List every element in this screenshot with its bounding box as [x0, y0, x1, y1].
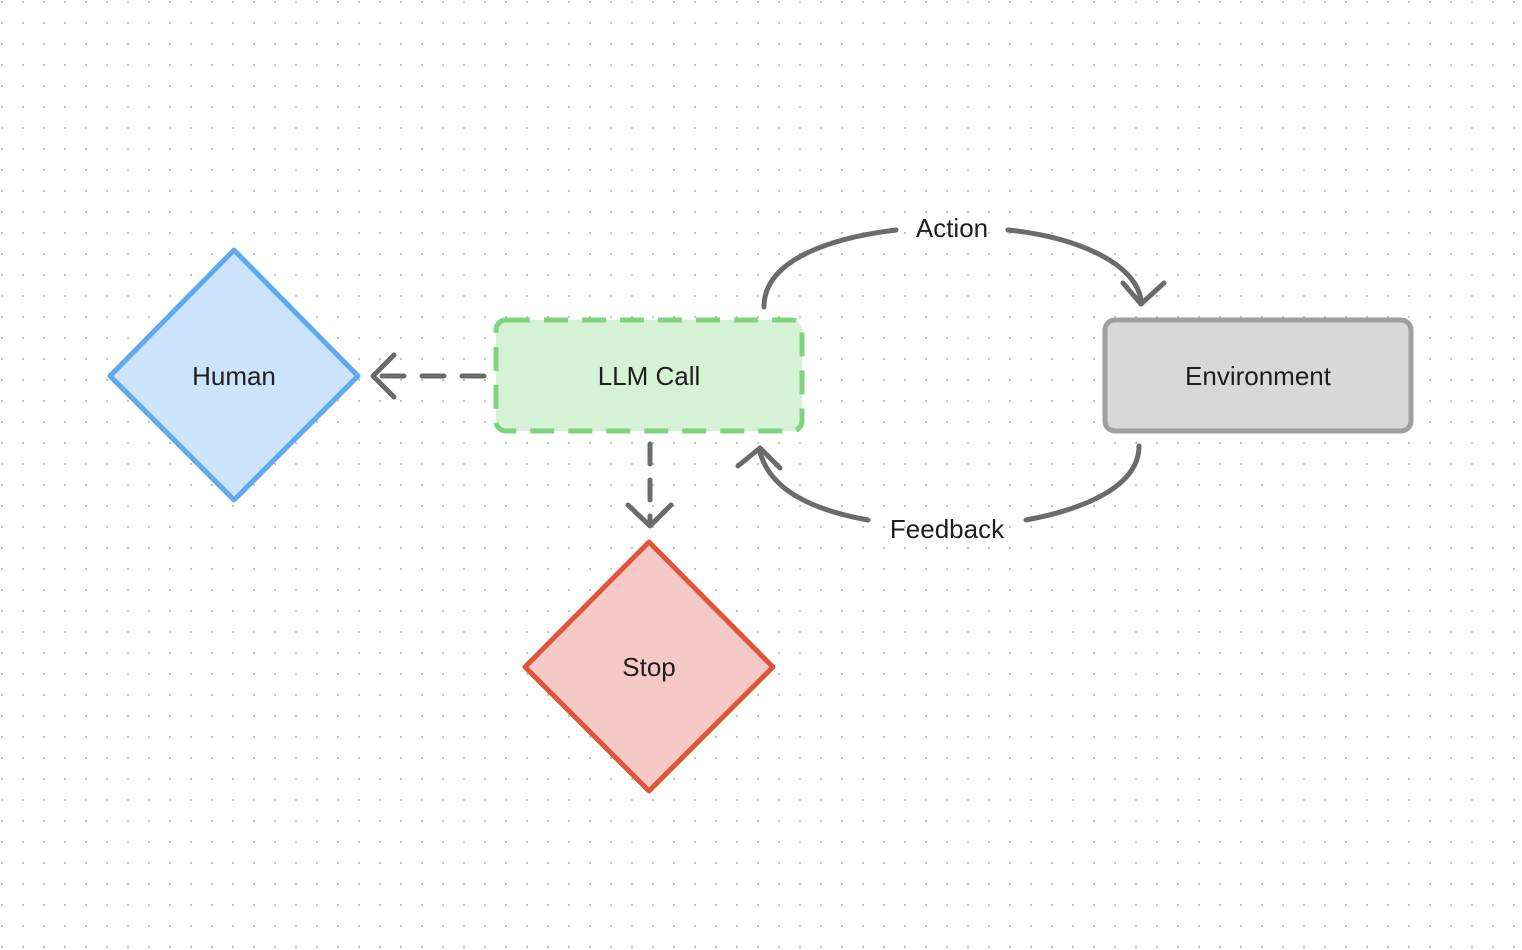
edge-action-label: Action [916, 213, 988, 243]
edge-feedback-arrowhead [735, 445, 783, 471]
node-environment-label: Environment [1185, 361, 1332, 391]
node-stop-shape [522, 539, 776, 794]
edge-action-arrowhead [1120, 280, 1167, 307]
edge-to-stop-arrowhead [625, 502, 674, 529]
edge-action-line-2 [1005, 227, 1144, 303]
node-stop[interactable]: Stop [522, 539, 776, 794]
node-llm-call-shape [493, 317, 805, 434]
edge-feedback-label: Feedback [890, 514, 1005, 544]
node-stop-label: Stop [622, 652, 676, 682]
node-human[interactable]: Human [107, 247, 361, 503]
edge-to-human[interactable] [370, 352, 487, 400]
edge-feedback-line-2 [757, 449, 871, 523]
node-environment-shape [1102, 317, 1414, 434]
node-human-label: Human [192, 361, 276, 391]
edge-to-stop[interactable] [625, 441, 674, 529]
edge-action[interactable]: Action [761, 213, 1167, 310]
node-environment[interactable]: Environment [1102, 317, 1414, 434]
edge-action-line [761, 227, 899, 310]
node-human-shape [107, 247, 361, 503]
node-llm-call[interactable]: LLM Call [493, 317, 805, 434]
edge-feedback-line [1023, 443, 1142, 523]
edge-to-human-arrowhead [370, 352, 397, 400]
node-llm-call-label: LLM Call [598, 361, 701, 391]
edge-feedback[interactable]: Feedback [735, 443, 1142, 544]
